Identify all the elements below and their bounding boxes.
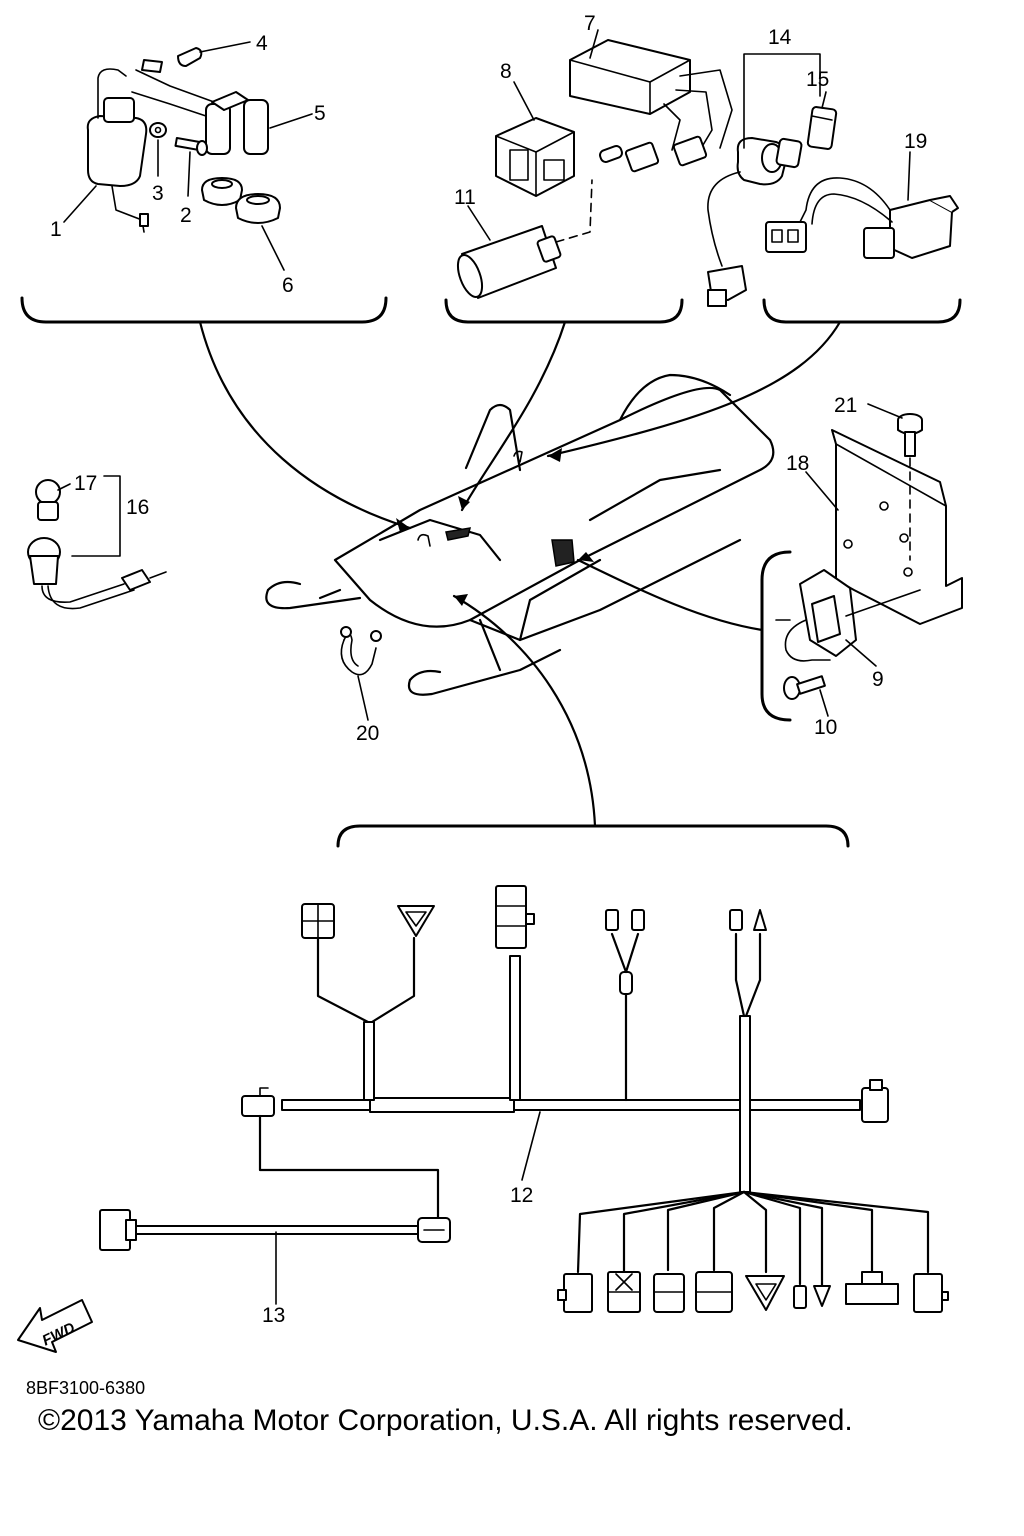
- callout-numbers: 1 2 3 4 5 6 7 8 9 10 11 12 13 14 15 16 1…: [50, 12, 927, 1327]
- cdi-group-bracket: [444, 298, 684, 324]
- callout-21: 21: [834, 394, 857, 417]
- indicator-socket: [27, 537, 167, 610]
- mounting-bracket: [831, 429, 963, 625]
- plug-cap-wires: [131, 69, 269, 155]
- callout-11: 11: [454, 186, 476, 209]
- grommets: [201, 177, 281, 224]
- key: [806, 106, 838, 150]
- callout-16: 16: [126, 496, 149, 519]
- cdi-leader: [460, 320, 567, 512]
- cdi-unit: [569, 39, 733, 173]
- callout-6: 6: [282, 274, 294, 297]
- callout-15: 15: [806, 68, 829, 91]
- stop-switch: [765, 177, 959, 259]
- callout-14: 14: [768, 26, 792, 49]
- arrowhead: [454, 594, 468, 606]
- bolt-10: [783, 675, 826, 700]
- callout-19: 19: [904, 130, 927, 153]
- part-code: 8BF3100-6380: [26, 1378, 146, 1398]
- ignition-coil: [86, 68, 149, 233]
- washer: [149, 122, 167, 138]
- main-wire-harness: [241, 885, 949, 1313]
- regulator-group-bracket: [760, 550, 792, 722]
- ignition-leader: [198, 320, 412, 530]
- callout-13: 13: [262, 1304, 285, 1327]
- callout-4: 4: [256, 32, 268, 55]
- callout-20: 20: [356, 722, 379, 745]
- switch-leader: [546, 320, 842, 458]
- screw: [174, 136, 208, 156]
- callout-leaders: [57, 29, 911, 1305]
- wire-clamp: [340, 626, 382, 676]
- callout-18: 18: [786, 452, 809, 475]
- main-switch: [707, 137, 803, 307]
- switch-group-bracket: [762, 298, 962, 324]
- resistor: [456, 179, 593, 299]
- callout-8: 8: [500, 60, 512, 83]
- bracket-16: [71, 475, 121, 557]
- bolt-21: [897, 413, 923, 561]
- washer-hole: [154, 126, 162, 134]
- arrowhead: [458, 496, 470, 510]
- arrowhead: [548, 448, 562, 462]
- ignition-group-bracket: [20, 296, 388, 324]
- callout-3: 3: [152, 182, 164, 205]
- cap-clip: [177, 47, 203, 67]
- callout-5: 5: [314, 102, 326, 125]
- voltage-regulator: [775, 569, 921, 662]
- copyright-notice: ©2013 Yamaha Motor Corporation, U.S.A. A…: [38, 1404, 853, 1437]
- callout-2: 2: [180, 204, 192, 227]
- callout-9: 9: [872, 668, 884, 691]
- callout-7: 7: [584, 12, 596, 35]
- cap-clip: [141, 59, 163, 73]
- snowmobile-illustration: [265, 373, 775, 696]
- callout-1: 1: [50, 218, 62, 241]
- harness-leader: [452, 594, 597, 828]
- sub-wire-harness: [99, 1114, 451, 1251]
- regulator-leader: [576, 558, 764, 632]
- harness-group-bracket: [336, 824, 850, 848]
- pilot-bulb: [35, 479, 61, 521]
- bracket-14: [743, 53, 821, 149]
- rectifier-box: [495, 117, 575, 197]
- callout-10: 10: [814, 716, 837, 739]
- forward-direction-arrow: FWD: [17, 1299, 93, 1353]
- callout-17: 17: [74, 472, 97, 495]
- callout-12: 12: [510, 1184, 533, 1207]
